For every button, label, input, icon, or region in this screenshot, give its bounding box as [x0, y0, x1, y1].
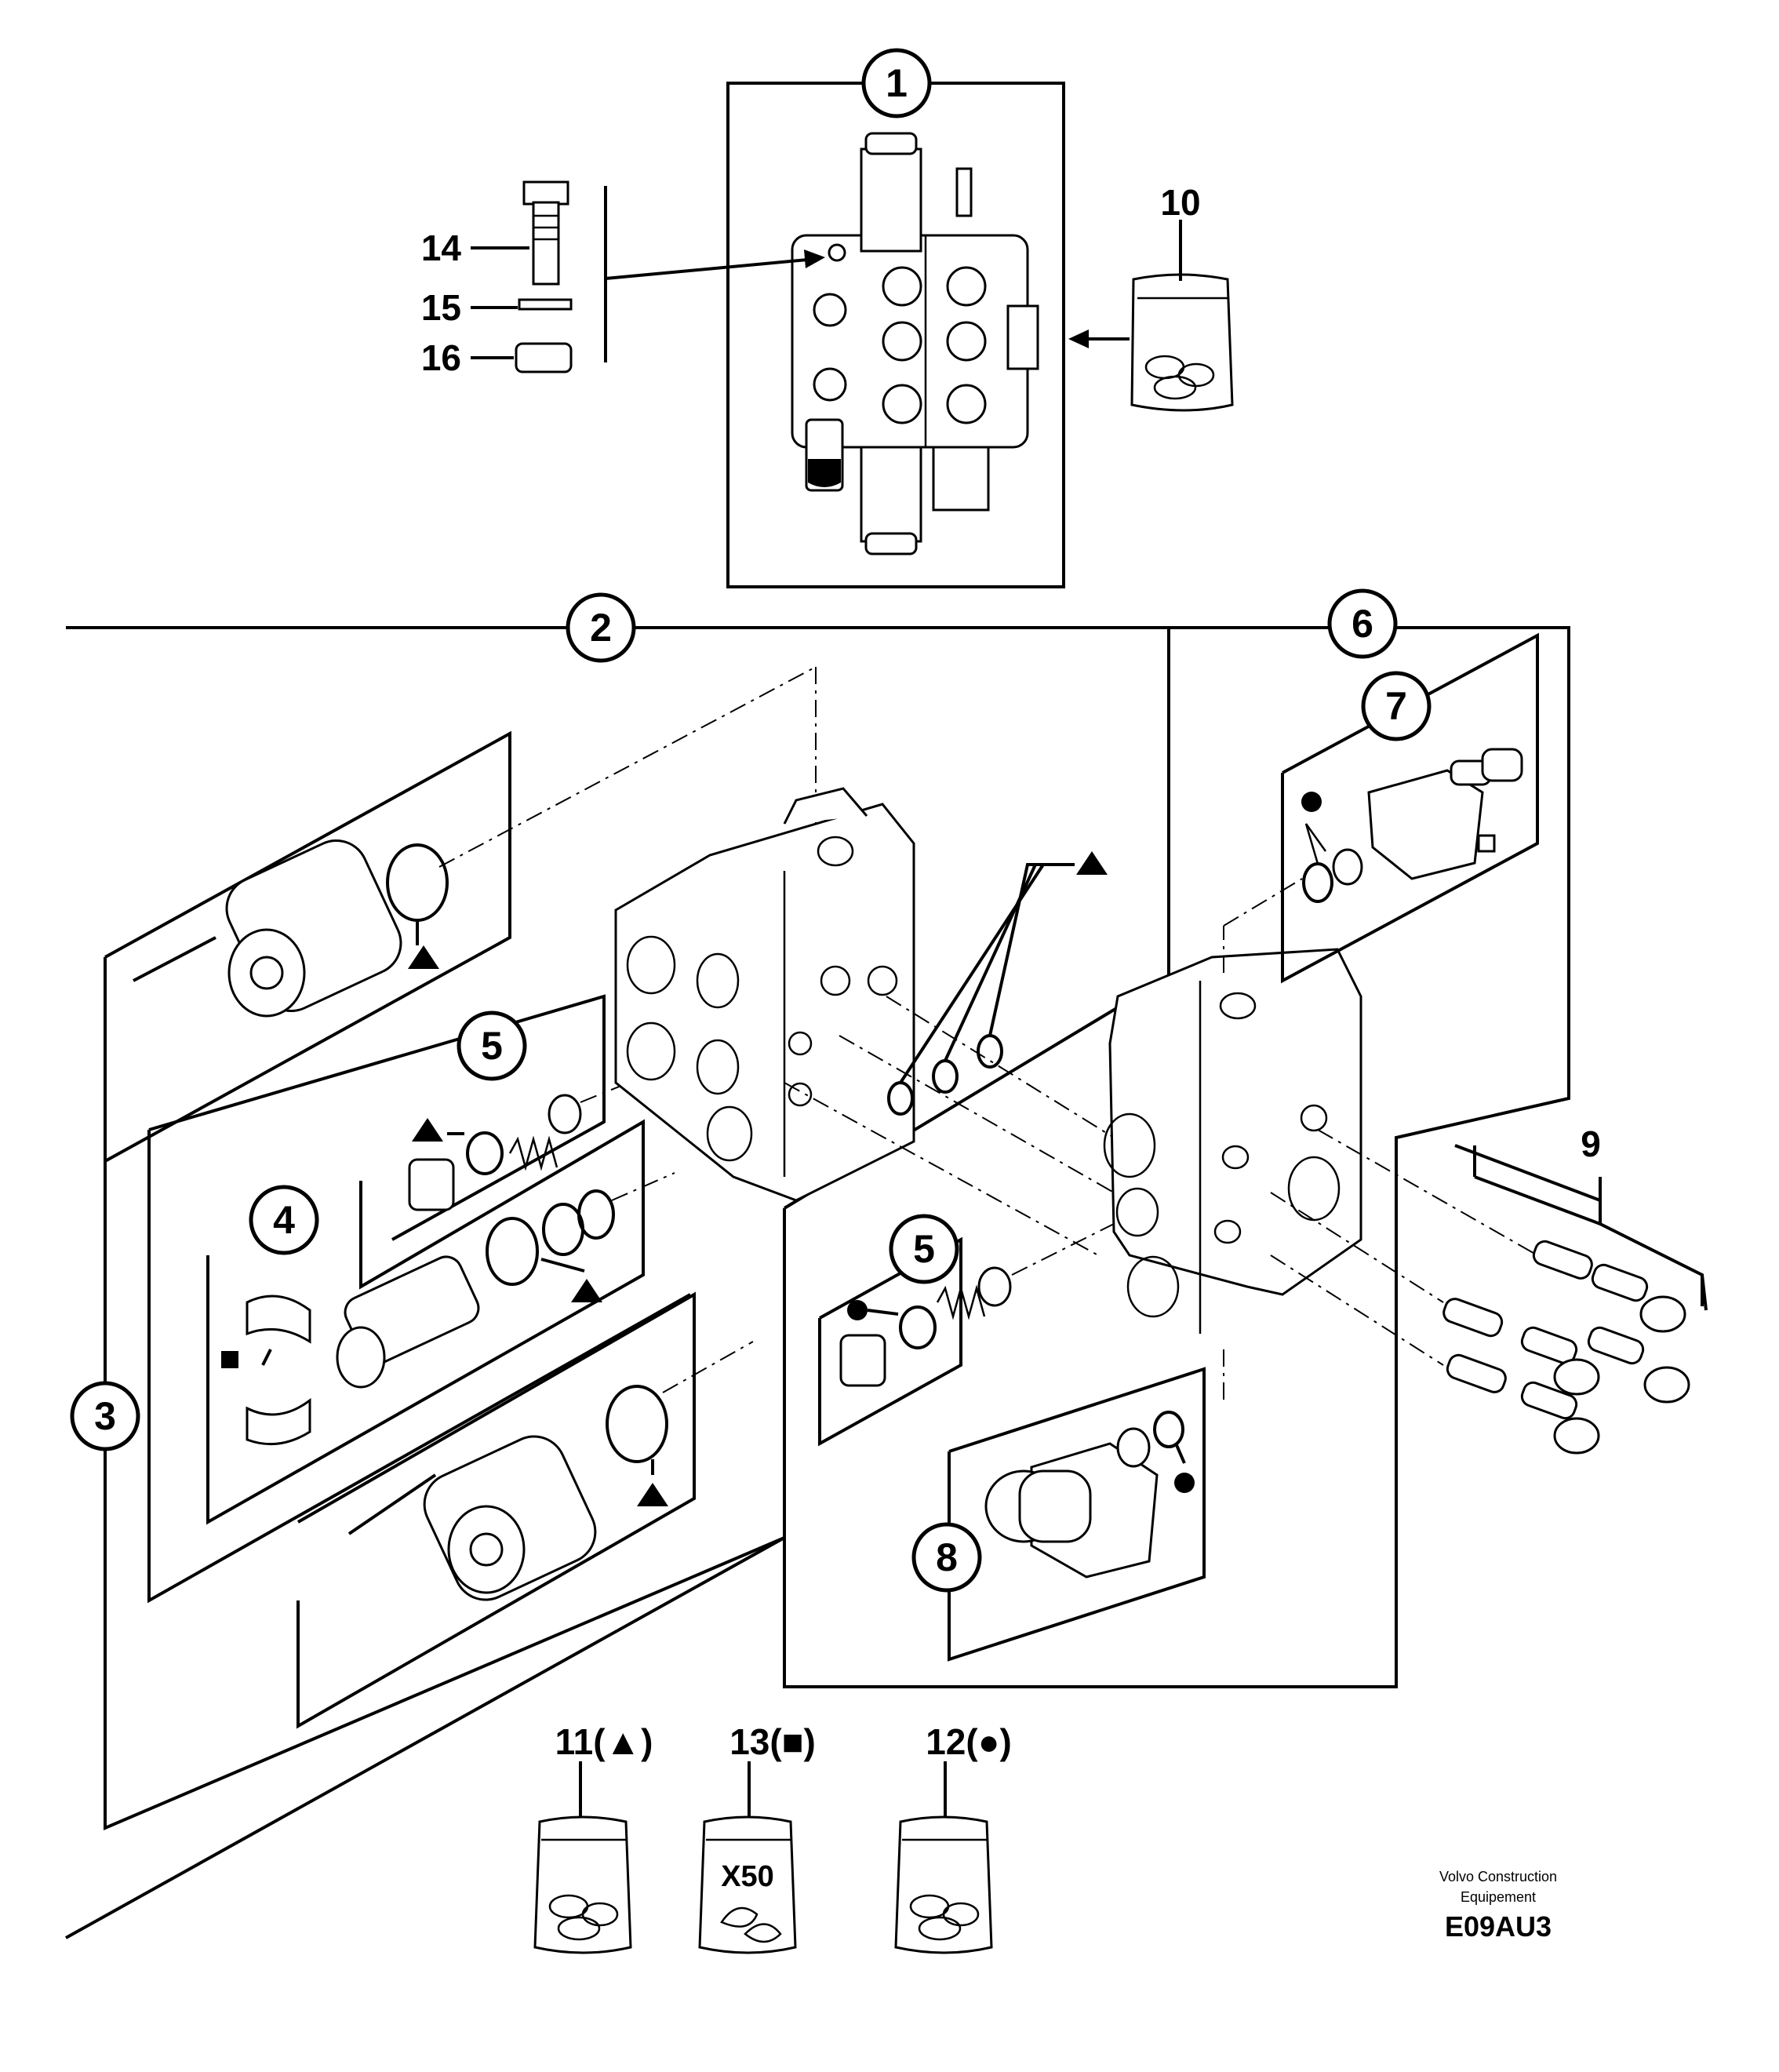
callout-3: 3 [70, 1381, 140, 1451]
label-14: 14 [421, 228, 462, 268]
valve-assembly-overview [726, 82, 1065, 588]
label-16: 16 [421, 337, 461, 378]
callout-7-label: 7 [1385, 684, 1407, 728]
plug-spring-panel-left [147, 994, 707, 1604]
callout-3-label: 3 [94, 1394, 116, 1438]
plug-spring-panel-right [818, 1223, 1115, 1447]
callout-1: 1 [861, 48, 932, 118]
brand-line-1: Volvo Construction [1439, 1869, 1557, 1884]
callout-5-left-label: 5 [481, 1024, 503, 1068]
seal-kit-bag-12 [894, 1761, 993, 1954]
orings-triangle-group [784, 851, 1115, 1256]
callout-6: 6 [1327, 588, 1398, 659]
callout-6-label: 6 [1352, 602, 1373, 646]
callout-2: 2 [566, 592, 636, 663]
callout-8-label: 8 [936, 1535, 958, 1579]
label-9: 9 [1581, 1123, 1601, 1164]
callout-5-right: 5 [889, 1214, 959, 1284]
drawing-code: E09AU3 [1445, 1910, 1552, 1943]
kit-11-label: 11(▲) [555, 1721, 653, 1762]
kit-12-label: 12(●) [926, 1721, 1012, 1762]
kit-13-quantity: X50 [721, 1860, 774, 1893]
clip-kit-bag-13 [698, 1761, 797, 1954]
seal-kit-bag-10 [1068, 220, 1234, 412]
valve-block-right [1103, 878, 1362, 1404]
callout-2-label: 2 [590, 606, 612, 650]
callout-5-right-label: 5 [913, 1227, 935, 1271]
lever-cap-panel [1281, 632, 1539, 984]
callout-8: 8 [911, 1522, 982, 1593]
label-15: 15 [421, 287, 461, 328]
solenoid-lower-panel [296, 1291, 754, 1729]
callout-7: 7 [1361, 671, 1432, 741]
callout-1-label: 1 [886, 61, 908, 105]
end-cap-panel [948, 1367, 1206, 1662]
exploded-frame-lines [65, 626, 1570, 1939]
label-10: 10 [1160, 182, 1200, 223]
relief-valve-panel [206, 1119, 675, 1525]
brand-line-2: Equipement [1461, 1889, 1536, 1905]
solenoid-upper-panel [104, 666, 817, 1163]
bolt-washer-nut-group [471, 180, 825, 373]
callout-4-label: 4 [273, 1198, 295, 1242]
seal-kit-bag-11 [533, 1761, 632, 1954]
valve-block-left [614, 787, 915, 1202]
callout-4: 4 [249, 1185, 319, 1255]
callout-5-left: 5 [457, 1011, 527, 1081]
tie-rod-kit [1270, 1129, 1708, 1455]
kit-13-label: 13(■) [729, 1721, 816, 1762]
